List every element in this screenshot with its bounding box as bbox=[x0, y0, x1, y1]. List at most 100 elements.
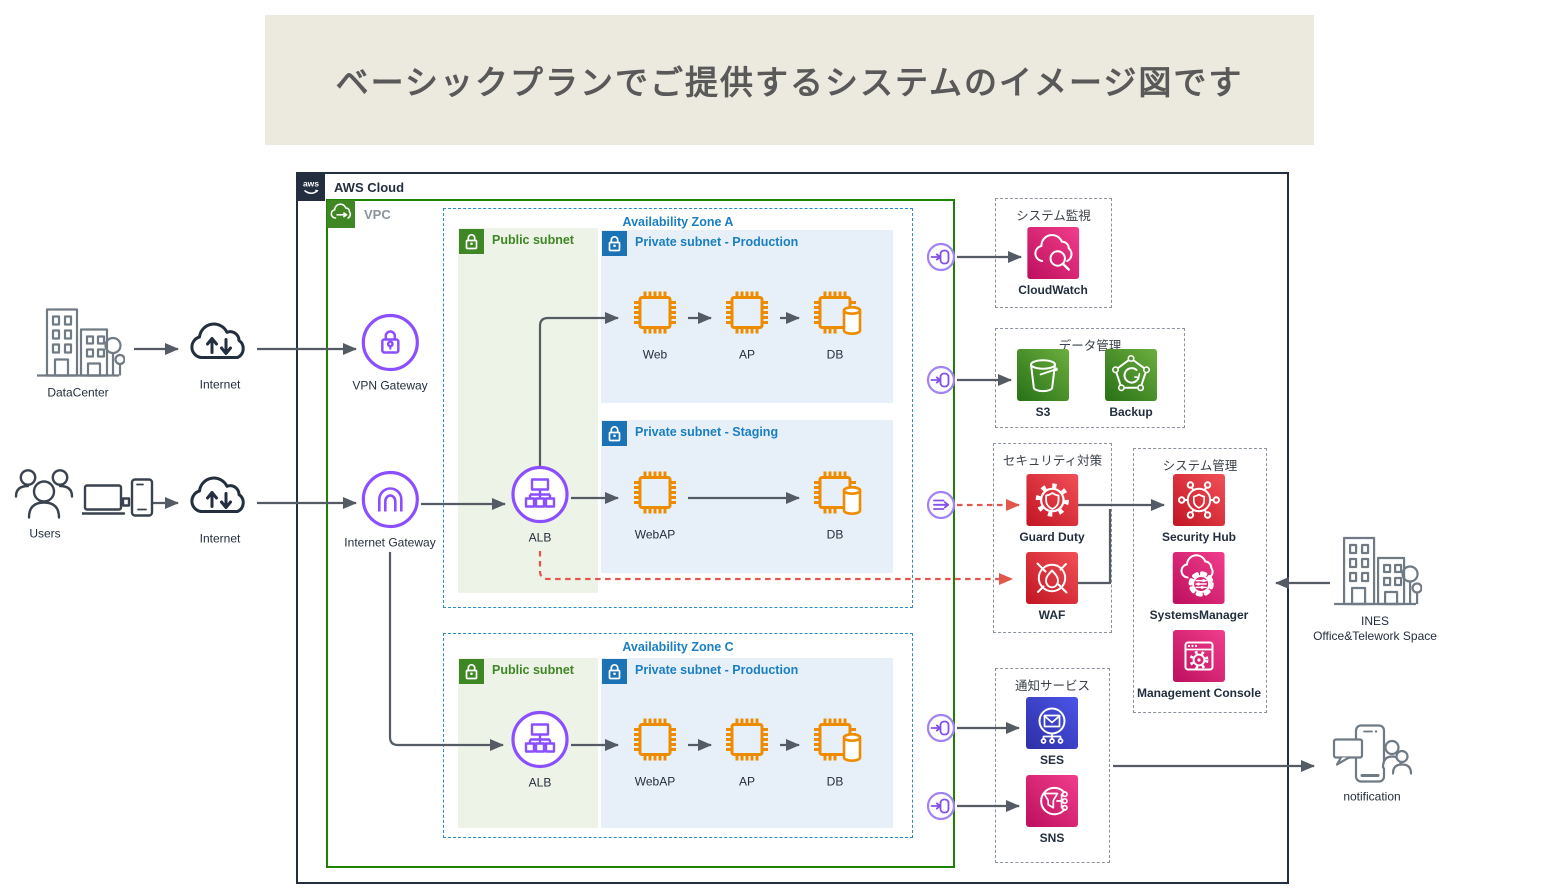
private-subnet-staging-header: Private subnet - Staging bbox=[602, 421, 778, 446]
db-chip-icon bbox=[814, 291, 862, 335]
ec2-chip-icon bbox=[634, 291, 676, 334]
public-subnet-c-label: Public subnet bbox=[492, 663, 574, 677]
users-icon bbox=[14, 469, 74, 519]
backup-icon bbox=[1105, 349, 1157, 401]
ec2-chip-icon bbox=[634, 718, 676, 761]
db-staging-label: DB bbox=[826, 527, 844, 542]
s3-icon bbox=[1017, 349, 1069, 401]
securityhub-node: Security Hub bbox=[1162, 474, 1236, 544]
public-subnet-c-header: Public subnet bbox=[459, 659, 574, 684]
vpc-label: VPC bbox=[364, 206, 391, 222]
ap-a-label: AP bbox=[738, 347, 755, 362]
alb-c-node: ALB bbox=[508, 708, 572, 791]
private-subnet-prod-a-header: Private subnet - Production bbox=[602, 231, 798, 256]
ec2-chip-icon bbox=[726, 291, 768, 334]
backup-label: Backup bbox=[1109, 405, 1153, 419]
public-subnet-lock-icon bbox=[459, 229, 484, 254]
ec2-chip-icon bbox=[726, 718, 768, 761]
notification-phone-icon bbox=[1332, 724, 1413, 783]
aws-cloud-label: AWS Cloud bbox=[334, 179, 405, 195]
vpc-endpoint-s3-icon bbox=[926, 365, 956, 395]
guardduty-label: Guard Duty bbox=[1019, 530, 1085, 544]
internet-gateway-node: Internet Gateway bbox=[344, 468, 436, 551]
vpc-endpoint-sns-icon bbox=[926, 791, 956, 821]
alb-a-node: ALB bbox=[508, 463, 572, 546]
internet-cloud-icon bbox=[190, 476, 245, 513]
group-notify-title: 通知サービス bbox=[1014, 679, 1090, 693]
alb-icon bbox=[511, 710, 569, 769]
internet-gateway-label: Internet Gateway bbox=[344, 535, 436, 550]
web-a-node: Web bbox=[624, 282, 686, 363]
alb-icon bbox=[511, 465, 569, 524]
ap-c-node: AP bbox=[716, 709, 778, 790]
vpn-gateway-label: VPN Gateway bbox=[352, 378, 428, 393]
web-a-label: Web bbox=[642, 347, 668, 362]
internet-cloud-icon bbox=[190, 322, 245, 359]
management-console-label: Management Console bbox=[1136, 686, 1262, 700]
webap-c-label: WebAP bbox=[634, 774, 676, 789]
security-hub-icon bbox=[1172, 474, 1225, 526]
webap-staging-label: WebAP bbox=[634, 527, 676, 542]
waf-node: WAF bbox=[1026, 552, 1078, 622]
zone-c-label: Availability Zone C bbox=[622, 640, 734, 654]
guardduty-node: Guard Duty bbox=[1019, 474, 1085, 544]
notification-node: notification bbox=[1330, 724, 1414, 805]
db-chip-icon bbox=[814, 471, 862, 515]
waf-icon bbox=[1026, 552, 1078, 604]
management-console-icon bbox=[1173, 630, 1225, 682]
alb-c-label: ALB bbox=[528, 775, 552, 790]
db-chip-icon bbox=[814, 718, 862, 762]
devices-node bbox=[82, 474, 160, 529]
db-a-node: DB bbox=[804, 282, 866, 363]
s3-node: S3 bbox=[1017, 349, 1069, 419]
vpc-icon bbox=[327, 200, 355, 228]
ines-buildings-icon bbox=[1334, 536, 1422, 606]
datacenter-node: DataCenter bbox=[31, 304, 125, 401]
cloudwatch-icon bbox=[1026, 227, 1079, 279]
alb-a-label: ALB bbox=[528, 530, 552, 545]
public-subnet-lock-icon bbox=[459, 659, 484, 684]
datacenter-label: DataCenter bbox=[47, 385, 109, 400]
public-subnet-a-label: Public subnet bbox=[492, 233, 574, 247]
notification-label: notification bbox=[1343, 789, 1401, 804]
private-subnet-prod-a-label: Private subnet - Production bbox=[635, 235, 799, 249]
management-console-node: Management Console bbox=[1137, 630, 1261, 700]
systems-manager-icon bbox=[1173, 552, 1225, 604]
s3-label: S3 bbox=[1035, 405, 1051, 419]
db-staging-node: DB bbox=[804, 462, 866, 543]
group-monitoring-title: システム監視 bbox=[1016, 209, 1091, 223]
internet-top-label: Internet bbox=[199, 377, 241, 392]
internet-gateway-icon bbox=[361, 470, 419, 529]
public-subnet-a-header: Public subnet bbox=[459, 229, 574, 254]
vpc-container bbox=[326, 199, 955, 868]
ines-office-node: INES Office&Telework Space bbox=[1313, 532, 1437, 644]
vpn-gateway-node: VPN Gateway bbox=[352, 311, 428, 394]
aws-cloud-header: aws AWS Cloud bbox=[297, 173, 404, 201]
ses-label: SES bbox=[1039, 753, 1064, 767]
private-subnet-lock-icon bbox=[602, 421, 627, 446]
cloudwatch-node: CloudWatch bbox=[1018, 227, 1088, 297]
group-management-title: システム管理 bbox=[1162, 459, 1238, 473]
vpc-endpoint-ses-icon bbox=[926, 713, 956, 743]
waf-label: WAF bbox=[1038, 608, 1066, 622]
ap-a-node: AP bbox=[716, 282, 778, 363]
zone-a-label: Availability Zone A bbox=[622, 215, 734, 229]
devices-icon bbox=[82, 478, 154, 517]
db-c-node: DB bbox=[804, 709, 866, 790]
ses-node: SES bbox=[1026, 697, 1078, 767]
sns-label: SNS bbox=[1039, 831, 1065, 845]
internet-bottom-label: Internet bbox=[199, 531, 241, 546]
page-title: ベーシックプランでご提供するシステムのイメージ図です bbox=[335, 64, 1244, 101]
cloudwatch-label: CloudWatch bbox=[1018, 283, 1088, 297]
users-label: Users bbox=[29, 526, 61, 541]
internet-top-node: Internet bbox=[184, 312, 256, 393]
db-a-label: DB bbox=[826, 347, 844, 362]
internet-bottom-node: Internet bbox=[184, 466, 256, 547]
vpc-endpoint-cloudwatch-icon bbox=[926, 242, 956, 272]
private-subnet-prod-c-header: Private subnet - Production bbox=[602, 659, 798, 684]
ses-icon bbox=[1026, 697, 1078, 749]
securityhub-label: Security Hub bbox=[1161, 530, 1237, 544]
private-subnet-lock-icon bbox=[602, 659, 627, 684]
sns-node: SNS bbox=[1026, 775, 1078, 845]
